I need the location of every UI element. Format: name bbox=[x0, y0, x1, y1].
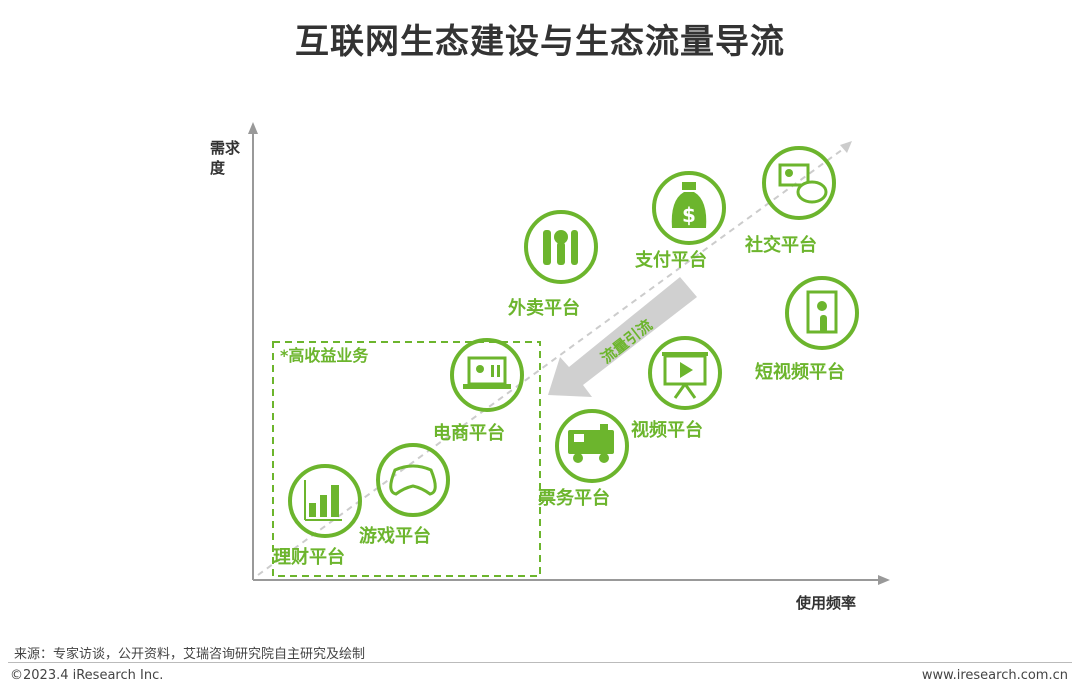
node-label-takeout: 外卖平台 bbox=[508, 298, 580, 319]
y-axis-arrow-icon bbox=[248, 122, 258, 134]
train-icon bbox=[555, 409, 629, 483]
money-bag-icon bbox=[652, 171, 726, 245]
source-note: 来源：专家访谈，公开资料，艾瑞咨询研究院自主研究及绘制 bbox=[14, 647, 366, 662]
website-link[interactable]: www.iresearch.com.cn bbox=[921, 668, 1068, 683]
node-label-ticketing: 票务平台 bbox=[538, 488, 610, 509]
svg-text:$: $ bbox=[682, 203, 696, 227]
node-label-game: 游戏平台 bbox=[359, 526, 431, 547]
node-label-video: 视频平台 bbox=[631, 420, 703, 441]
chat-profile-icon bbox=[762, 146, 836, 220]
footer-divider bbox=[8, 662, 1072, 663]
x-axis-label: 使用频率 bbox=[796, 594, 857, 612]
bar-chart-icon bbox=[288, 464, 362, 538]
y-axis-label-2: 度 bbox=[210, 159, 226, 177]
high-revenue-box bbox=[272, 341, 541, 577]
copyright: ©2023.4 iResearch Inc. bbox=[10, 668, 164, 683]
y-axis-label-1: 需求 bbox=[210, 139, 241, 157]
page-title: 互联网生态建设与生态流量导流 bbox=[295, 22, 785, 62]
axes bbox=[248, 122, 890, 585]
box-label: *高收益业务 bbox=[280, 346, 369, 365]
node-label-social: 社交平台 bbox=[745, 235, 817, 256]
video-screen-icon bbox=[648, 336, 722, 410]
cutlery-icon bbox=[524, 210, 598, 284]
node-label-ecommerce: 电商平台 bbox=[433, 423, 505, 444]
node-label-short-video: 短视频平台 bbox=[755, 362, 845, 383]
laptop-shop-icon bbox=[450, 338, 524, 412]
gamepad-icon bbox=[376, 443, 450, 517]
trend-line bbox=[257, 143, 851, 576]
node-label-payment: 支付平台 bbox=[635, 250, 707, 271]
x-axis-arrow-icon bbox=[878, 575, 890, 585]
node-label-finance: 理财平台 bbox=[273, 547, 345, 568]
tablet-touch-icon bbox=[785, 276, 859, 350]
